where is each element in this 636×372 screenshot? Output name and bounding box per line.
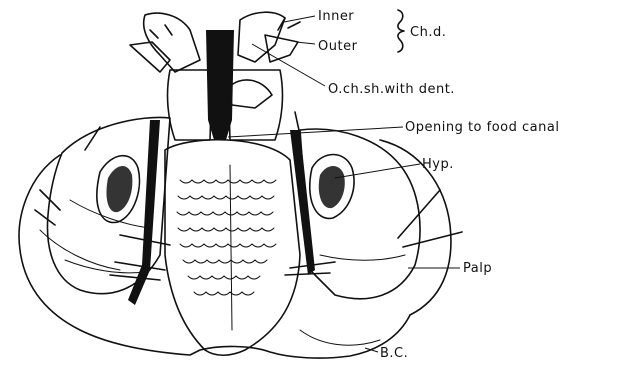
label-outer: Outer (318, 39, 358, 54)
hypostome-midline (230, 165, 232, 330)
right-palp-pit-shade (319, 166, 345, 208)
leader-och-sh (252, 44, 325, 86)
leader-inner (284, 16, 315, 22)
right-cheliceral-dentition (228, 80, 272, 108)
label-hypostome: Hyp. (422, 157, 454, 172)
hypostome-denticles (177, 180, 276, 295)
label-outer-cheliceral-sheath: O.ch.sh.with dent. (328, 82, 455, 97)
right-palp-segment-line (320, 255, 405, 260)
label-food-canal-opening: Opening to food canal (405, 120, 559, 135)
label-inner: Inner (318, 9, 354, 24)
left-cheliceral-sheath (168, 70, 212, 140)
leader-outer (296, 42, 315, 44)
left-cheliceral-digit-inner (130, 25, 172, 72)
cheliceral-dark-center (206, 30, 234, 140)
label-basis-capituli: B.C. (380, 346, 408, 361)
hypostome (165, 140, 300, 355)
label-chelicera-digits: Ch.d. (410, 25, 446, 40)
left-palp-pit-shade (106, 166, 132, 212)
left-palp-segment-line (65, 200, 150, 273)
chd-brace (398, 10, 404, 52)
label-palp: Palp (463, 261, 492, 276)
